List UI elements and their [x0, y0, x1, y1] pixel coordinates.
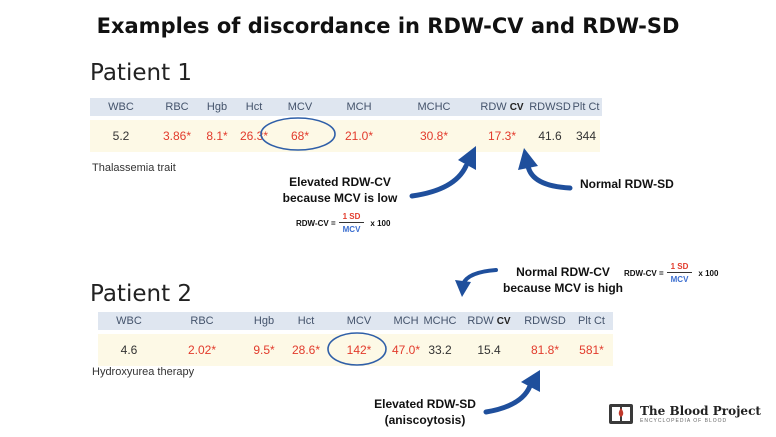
- p2-header-rdwsd: RDWSD: [524, 315, 566, 327]
- p1-value-rdwsd: 41.6: [538, 129, 562, 143]
- p1-header-rdwsd: RDWSD: [529, 101, 571, 113]
- p2-header-hct: Hct: [297, 315, 315, 327]
- p1-value-hgb: 8.1*: [206, 129, 228, 143]
- p2-header-mcv: MCV: [346, 315, 372, 327]
- logo-name: The Blood Project: [640, 404, 761, 418]
- arrow-to-p2-rdwcv-icon: [455, 268, 498, 297]
- p1-value-rdwcv: 17.3*: [487, 129, 517, 143]
- patient1-values-row: 5.2 3.86* 8.1* 26.3* 68* 21.0* 30.8* 17.…: [90, 120, 600, 152]
- p1-value-mcv: 68*: [290, 129, 310, 143]
- p1-header-wbc: WBC: [108, 101, 134, 113]
- p1-value-mchc: 30.8*: [419, 129, 449, 143]
- p1-header-rbc: RBC: [165, 101, 189, 113]
- p2-value-hct: 28.6*: [291, 343, 321, 357]
- p2-value-hgb: 9.5*: [253, 343, 275, 357]
- arrow-to-p1-rdwcv-icon: [409, 146, 476, 199]
- patient2-label: Patient 2: [90, 281, 193, 307]
- p2-value-rdwcv: 15.4: [477, 343, 501, 357]
- the-blood-project-logo: The Blood Project ENCYCLOPEDIA OF BLOOD: [608, 401, 761, 427]
- p2-value-wbc: 4.6: [120, 343, 138, 357]
- patient2-values-row: 4.6 2.02* 9.5* 28.6* 142* 47.0* 33.2 15.…: [98, 334, 613, 366]
- logo-tagline: ENCYCLOPEDIA OF BLOOD: [640, 418, 728, 424]
- p2-header-plt: Plt Ct: [578, 315, 605, 327]
- p1-value-plt: 344: [575, 129, 597, 143]
- normal-sd-label: Normal RDW-SD: [580, 177, 674, 191]
- elevated-cv-label: Elevated RDW-CV because MCV is low: [282, 175, 398, 205]
- p1-header-mch: MCH: [346, 101, 372, 113]
- elevated-sd-label: Elevated RDW-SD (aniscoytosis): [374, 397, 476, 427]
- p2-header-hgb: Hgb: [253, 315, 275, 327]
- patient1-note: Thalassemia trait: [92, 162, 176, 174]
- p2-header-wbc: WBC: [116, 315, 142, 327]
- p1-header-hgb: Hgb: [206, 101, 228, 113]
- p2-mcv-circle: [327, 332, 387, 366]
- p2-header-mchc: MCHC: [423, 315, 457, 327]
- arrow-to-p2-rdwsd-icon: [483, 370, 540, 415]
- p2-value-mchc: 33.2: [428, 343, 452, 357]
- p1-value-mch: 21.0*: [344, 129, 374, 143]
- p2-value-mch: 47.0*: [391, 343, 421, 357]
- p1-header-hct: Hct: [245, 101, 263, 113]
- p2-value-rdwsd: 81.8*: [530, 343, 560, 357]
- slide-title: Examples of discordance in RDW-CV and RD…: [96, 14, 680, 38]
- p1-mcv-circle: [260, 117, 336, 151]
- p2-header-mch: MCH: [393, 315, 419, 327]
- p2-header-rbc: RBC: [190, 315, 214, 327]
- p1-header-mchc: MCHC: [417, 101, 451, 113]
- arrow-to-p1-rdwsd-icon: [518, 148, 573, 191]
- p2-value-plt: 581*: [579, 343, 604, 357]
- p1-header-mcv: MCV: [287, 101, 313, 113]
- patient1-label: Patient 1: [90, 60, 193, 86]
- p1-value-wbc: 5.2: [112, 129, 130, 143]
- normal-cv-label: Normal RDW-CV because MCV is high: [502, 265, 624, 295]
- p1-header-plt: Plt Ct: [572, 101, 600, 113]
- patient2-note: Hydroxyurea therapy: [92, 366, 195, 378]
- p2-value-mcv: 142*: [346, 343, 372, 357]
- p2-value-rbc: 2.02*: [187, 343, 217, 357]
- p1-value-rbc: 3.86*: [162, 129, 192, 143]
- blood-book-icon: [609, 404, 633, 424]
